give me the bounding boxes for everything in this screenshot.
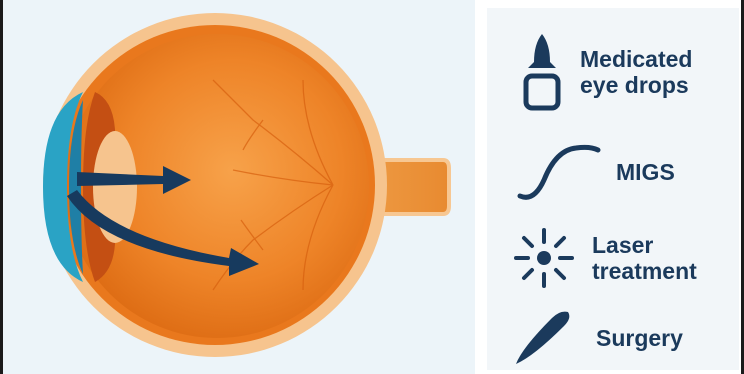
laser-burst-icon: [512, 226, 576, 290]
legend-label-surgery: Surgery: [596, 325, 683, 351]
legend-item-eye-drops: Medicated eye drops: [520, 32, 692, 112]
legend-item-migs: MIGS: [514, 140, 675, 204]
legend-label-eye-drops: Medicated eye drops: [580, 46, 692, 98]
eye-cross-section: [3, 0, 475, 374]
migs-stent-icon: [514, 140, 602, 204]
legend-item-surgery: Surgery: [512, 308, 683, 368]
scalpel-icon: [512, 308, 576, 368]
eye-dropper-icon: [520, 32, 564, 112]
legend-label-migs: MIGS: [616, 159, 675, 185]
legend-item-laser: Laser treatment: [512, 226, 697, 290]
legend-label-laser: Laser treatment: [592, 232, 697, 284]
